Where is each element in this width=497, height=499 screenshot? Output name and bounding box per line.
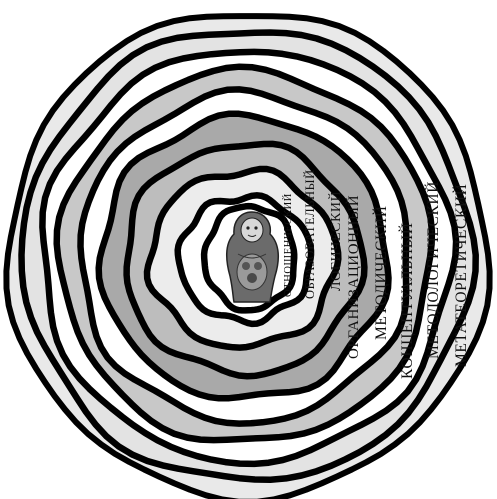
layer-label: МЕТОДОЛОГИЧЕСКИЙ: [425, 181, 442, 359]
layer-label: МЕТАТЕОРЕТИЧЕСКИЙ: [453, 184, 470, 367]
layer-label: КОНЦЕПТУАЛЬНЫЙ: [399, 222, 416, 379]
layer-label: ОРГАНИЗАЦИОННЫЙ: [345, 195, 362, 359]
layer-label: ОБРАЗОВАТЕЛЬНЫЙ: [303, 169, 317, 299]
matryoshka-doll-icon: [227, 212, 279, 302]
layer-label: МЕТОДИЧЕСКИЙ: [373, 205, 390, 340]
layer-label: ЛОГИЧЕСКИЙ: [327, 191, 344, 291]
layer-label: ОТНОШЕНЧЕСКИЙ: [282, 193, 294, 297]
